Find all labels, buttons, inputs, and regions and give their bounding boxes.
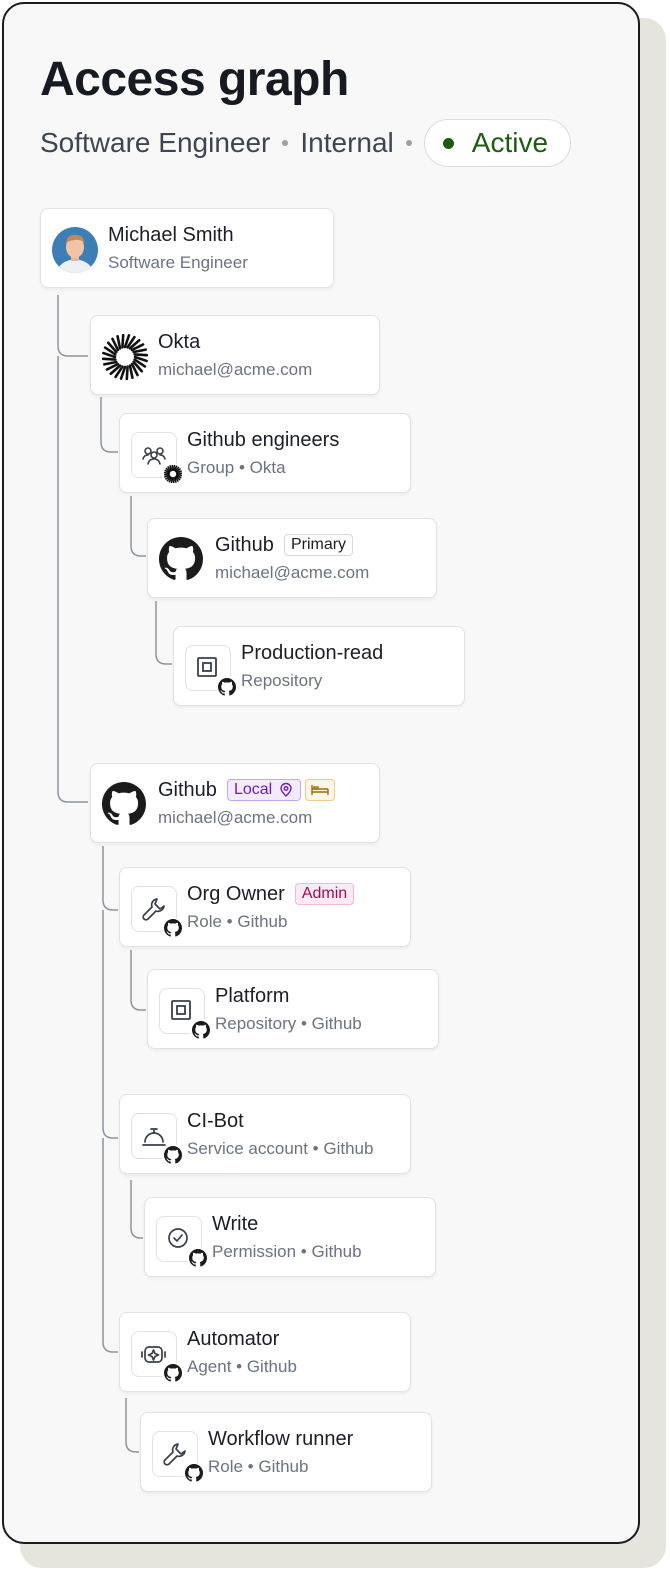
node-subtitle: Repository • Github [215, 1014, 362, 1033]
node-name-row: Org Owner Admin [187, 882, 355, 906]
node-group-github-engineers[interactable]: Github engineers Group • Okta [119, 413, 411, 493]
wrench-icon [152, 1431, 205, 1484]
node-name: Okta [158, 331, 201, 353]
job-role: Software Engineer [40, 127, 271, 158]
node-okta[interactable]: Okta michael@acme.com [90, 315, 380, 395]
node-subtitle: Permission • Github [212, 1242, 362, 1261]
subtitle-row: Software Engineer Internal Active [40, 118, 572, 168]
okta-badge-icon [162, 463, 184, 485]
github-badge-icon [162, 1362, 184, 1384]
check-circle-icon [156, 1216, 209, 1269]
github-badge-icon [162, 917, 184, 939]
node-subtitle: michael@acme.com [158, 360, 313, 379]
node-subtitle: Repository [241, 671, 323, 690]
node-role-workflow-runner[interactable]: Workflow runner Role • Github [140, 1412, 432, 1492]
github-logo-icon [159, 537, 205, 583]
github-badge-icon [216, 676, 238, 698]
node-subtitle: Group • Okta [187, 458, 286, 477]
node-name: Michael Smith [108, 224, 234, 246]
people-group-icon [131, 432, 184, 485]
node-subtitle: Role • Github [208, 1457, 309, 1476]
node-github-local[interactable]: Github Local michael@acme.com [90, 763, 380, 843]
wrench-icon [131, 886, 184, 939]
primary-tag: Primary [283, 534, 354, 556]
node-permission-write[interactable]: Write Permission • Github [144, 1197, 436, 1277]
node-repo-production-read[interactable]: Production-read Repository [173, 626, 465, 706]
node-subtitle: michael@acme.com [158, 808, 313, 827]
node-service-account-ci-bot[interactable]: CI-Bot Service account • Github [119, 1094, 411, 1174]
access-graph-panel: Access graph Software Engineer Internal … [2, 2, 640, 1544]
node-subtitle: michael@acme.com [215, 563, 370, 582]
node-name: Platform [215, 985, 290, 1007]
repository-icon [159, 988, 212, 1041]
node-repo-platform[interactable]: Platform Repository • Github [147, 969, 439, 1049]
node-name: Workflow runner [208, 1428, 354, 1450]
node-name: Org Owner [187, 883, 285, 905]
separator-dot-icon [282, 140, 289, 146]
node-name-row: Github Local [158, 778, 336, 802]
okta-logo-icon [101, 333, 149, 381]
avatar [52, 227, 98, 273]
node-subtitle: Role • Github [187, 912, 288, 931]
repository-icon [185, 645, 238, 698]
node-agent-automator[interactable]: Automator Agent • Github [119, 1312, 411, 1392]
tree-connectors [57, 295, 172, 1453]
node-name: Github [215, 534, 274, 556]
node-name: CI-Bot [187, 1110, 244, 1132]
github-badge-icon [187, 1247, 209, 1269]
node-user-michael-smith[interactable]: Michael Smith Software Engineer [40, 208, 334, 288]
robot-icon [131, 1331, 184, 1384]
local-tag-label: Local [233, 781, 273, 798]
github-logo-icon [102, 782, 148, 828]
node-name: Github engineers [187, 429, 340, 451]
node-subtitle: Software Engineer [108, 253, 248, 272]
node-name: Production-read [241, 642, 384, 664]
employment-type: Internal [300, 127, 394, 158]
page-title: Access graph [40, 53, 349, 106]
github-badge-icon [162, 1144, 184, 1166]
admin-tag: Admin [294, 883, 355, 905]
service-bell-icon [131, 1113, 184, 1166]
node-name-row: Github Primary [215, 533, 354, 557]
local-tag: Local [226, 779, 302, 801]
node-subtitle: Agent • Github [187, 1357, 297, 1376]
status-label: Active [471, 127, 549, 158]
node-name: Github [158, 779, 217, 801]
github-badge-icon [190, 1019, 212, 1041]
location-pin-icon [280, 782, 292, 797]
bed-icon [305, 779, 336, 801]
github-badge-icon [183, 1462, 205, 1484]
node-subtitle: Service account • Github [187, 1139, 374, 1158]
node-name: Write [212, 1213, 259, 1235]
node-github-primary[interactable]: Github Primary michael@acme.com [147, 518, 437, 598]
separator-dot-icon [405, 140, 412, 146]
node-name: Automator [187, 1328, 280, 1350]
status-dot-icon [442, 137, 454, 149]
node-role-org-owner[interactable]: Org Owner Admin Role • Github [119, 867, 411, 947]
status-badge: Active [423, 119, 572, 167]
